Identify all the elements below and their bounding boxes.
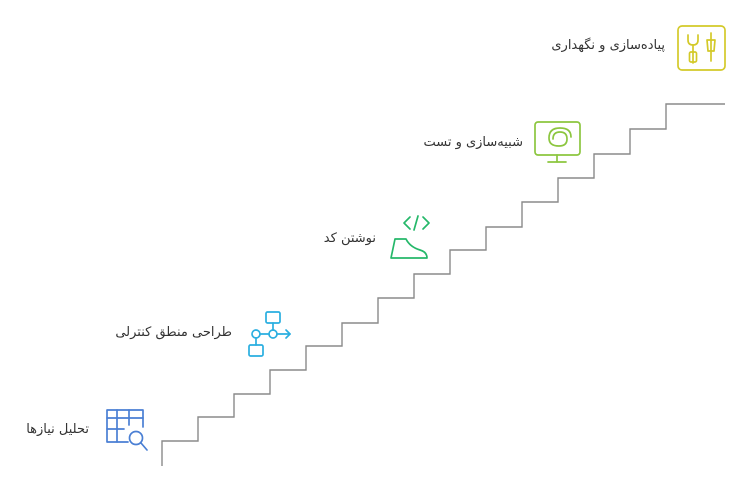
step-label-simulation: شبیه‌سازی و تست [423, 135, 523, 150]
tools-icon [677, 25, 726, 71]
table-search-icon [106, 409, 148, 451]
step-label-requirements: تحلیل نیازها [26, 422, 89, 437]
step-label-implementation: پیاده‌سازی و نگهداری [551, 38, 665, 53]
step-label-control-logic: طراحی منطق کنترلی [115, 325, 232, 340]
staircase-line [161, 103, 725, 466]
flowchart-icon [248, 311, 291, 357]
monitor-swirl-icon [534, 121, 581, 163]
step-label-coding: نوشتن کد [323, 231, 376, 246]
code-brackets-icon [390, 215, 430, 259]
